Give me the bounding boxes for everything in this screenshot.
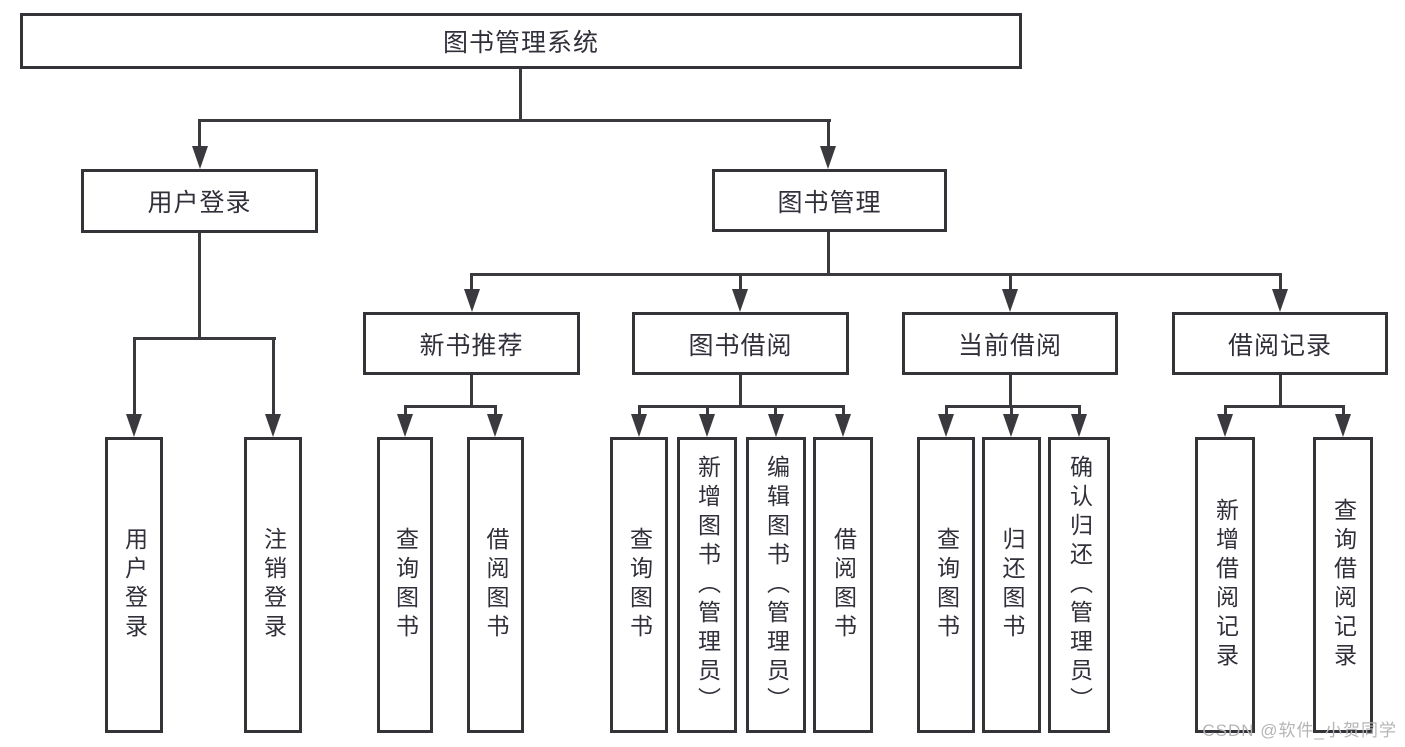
leaf-add-book-admin: 新增图书（管理员） bbox=[677, 437, 737, 733]
connector-line bbox=[272, 337, 275, 417]
leaf-query-books-borrowing-label: 查询图书 bbox=[626, 527, 653, 643]
connector-line bbox=[706, 405, 709, 417]
connector-line bbox=[470, 273, 1282, 276]
connector-line bbox=[198, 233, 201, 337]
connector-line bbox=[1009, 273, 1012, 293]
connector-line bbox=[494, 405, 497, 417]
leaf-query-borrow-record: 查询借阅记录 bbox=[1313, 437, 1373, 733]
arrowhead-down-icon bbox=[732, 289, 748, 312]
leaf-borrow-books-borrowing-label: 借阅图书 bbox=[830, 527, 857, 643]
node-root-label: 图书管理系统 bbox=[442, 29, 599, 57]
connector-line bbox=[133, 337, 136, 417]
node-borrowing-records-label: 借阅记录 bbox=[1227, 331, 1332, 360]
arrowhead-down-icon bbox=[1071, 414, 1087, 437]
connector-line bbox=[1224, 405, 1227, 417]
node-current-borrowing: 当前借阅 bbox=[902, 312, 1118, 375]
arrowhead-down-icon bbox=[1335, 414, 1351, 437]
connector-line bbox=[404, 405, 497, 408]
connector-line bbox=[1224, 405, 1345, 408]
leaf-confirm-return-admin: 确认归还（管理员） bbox=[1048, 437, 1110, 733]
arrowhead-down-icon bbox=[1002, 289, 1018, 312]
connector-line bbox=[470, 375, 473, 405]
leaf-add-book-admin-label: 新增图书（管理员） bbox=[694, 454, 721, 716]
leaf-confirm-return-admin-label: 确认归还（管理员） bbox=[1066, 454, 1093, 716]
connector-line bbox=[945, 405, 948, 417]
connector-line bbox=[638, 405, 845, 408]
arrowhead-down-icon bbox=[631, 414, 647, 437]
connector-line bbox=[842, 405, 845, 417]
leaf-query-borrow-record-label: 查询借阅记录 bbox=[1330, 498, 1357, 672]
leaf-logout-label: 注销登录 bbox=[260, 527, 287, 643]
leaf-borrow-books-recommend: 借阅图书 bbox=[467, 437, 524, 733]
arrowhead-down-icon bbox=[1272, 289, 1288, 312]
connector-line bbox=[739, 273, 742, 293]
connector-line bbox=[198, 119, 831, 122]
arrowhead-down-icon bbox=[126, 414, 142, 437]
leaf-user-login-label: 用户登录 bbox=[121, 527, 148, 643]
arrowhead-down-icon bbox=[835, 414, 851, 437]
arrowhead-down-icon bbox=[192, 146, 208, 169]
leaf-add-borrow-record-label: 新增借阅记录 bbox=[1212, 498, 1239, 672]
connector-line bbox=[638, 405, 641, 417]
connector-line bbox=[1279, 375, 1282, 405]
leaf-logout: 注销登录 bbox=[244, 437, 302, 733]
arrowhead-down-icon bbox=[1217, 414, 1233, 437]
leaf-add-borrow-record: 新增借阅记录 bbox=[1195, 437, 1255, 733]
node-user-login: 用户登录 bbox=[81, 169, 318, 233]
connector-line bbox=[827, 119, 830, 147]
leaf-borrow-books-recommend-label: 借阅图书 bbox=[483, 527, 509, 643]
connector-line bbox=[404, 405, 407, 417]
connector-line bbox=[1078, 405, 1081, 417]
arrowhead-down-icon bbox=[768, 414, 784, 437]
node-user-login-label: 用户登录 bbox=[147, 189, 252, 217]
connector-line bbox=[519, 69, 522, 119]
node-new-book-recommend-label: 新书推荐 bbox=[419, 331, 524, 360]
connector-line bbox=[1279, 273, 1282, 293]
connector-line bbox=[774, 405, 777, 417]
node-borrowing-records: 借阅记录 bbox=[1172, 312, 1388, 375]
node-root: 图书管理系统 bbox=[20, 13, 1022, 69]
arrowhead-down-icon bbox=[464, 289, 480, 312]
arrowhead-down-icon bbox=[820, 146, 836, 169]
connector-line bbox=[198, 119, 201, 147]
leaf-query-books-current-label: 查询图书 bbox=[933, 527, 960, 643]
connector-line bbox=[133, 337, 276, 340]
node-book-management: 图书管理 bbox=[712, 169, 947, 232]
connector-line bbox=[470, 273, 473, 293]
csdn-watermark: CSDN @软件_小贺同学 bbox=[1202, 721, 1397, 740]
leaf-query-books-recommend: 查询图书 bbox=[377, 437, 433, 733]
arrowhead-down-icon bbox=[1003, 414, 1019, 437]
leaf-borrow-books-borrowing: 借阅图书 bbox=[813, 437, 873, 733]
connector-line bbox=[1010, 405, 1013, 417]
leaf-user-login: 用户登录 bbox=[105, 437, 163, 733]
leaf-query-books-recommend-label: 查询图书 bbox=[392, 527, 419, 643]
node-new-book-recommend: 新书推荐 bbox=[363, 312, 580, 375]
connector-line bbox=[739, 375, 742, 405]
leaf-return-books-label: 归还图书 bbox=[999, 527, 1025, 643]
arrowhead-down-icon bbox=[938, 414, 954, 437]
connector-line bbox=[827, 232, 830, 273]
leaf-return-books: 归还图书 bbox=[982, 437, 1041, 733]
connector-line bbox=[1342, 405, 1345, 417]
arrowhead-down-icon bbox=[397, 414, 413, 437]
arrowhead-down-icon bbox=[699, 414, 715, 437]
leaf-edit-book-admin: 编辑图书（管理员） bbox=[746, 437, 806, 733]
node-book-borrowing: 图书借阅 bbox=[632, 312, 849, 375]
node-current-borrowing-label: 当前借阅 bbox=[957, 331, 1062, 360]
leaf-query-books-borrowing: 查询图书 bbox=[610, 437, 668, 733]
connector-line bbox=[945, 405, 1081, 408]
node-book-management-label: 图书管理 bbox=[777, 188, 882, 217]
node-book-borrowing-label: 图书借阅 bbox=[688, 331, 793, 360]
arrowhead-down-icon bbox=[487, 414, 503, 437]
arrowhead-down-icon bbox=[265, 414, 281, 437]
leaf-query-books-current: 查询图书 bbox=[917, 437, 975, 733]
leaf-edit-book-admin-label: 编辑图书（管理员） bbox=[763, 454, 790, 716]
connector-line bbox=[1009, 375, 1012, 405]
